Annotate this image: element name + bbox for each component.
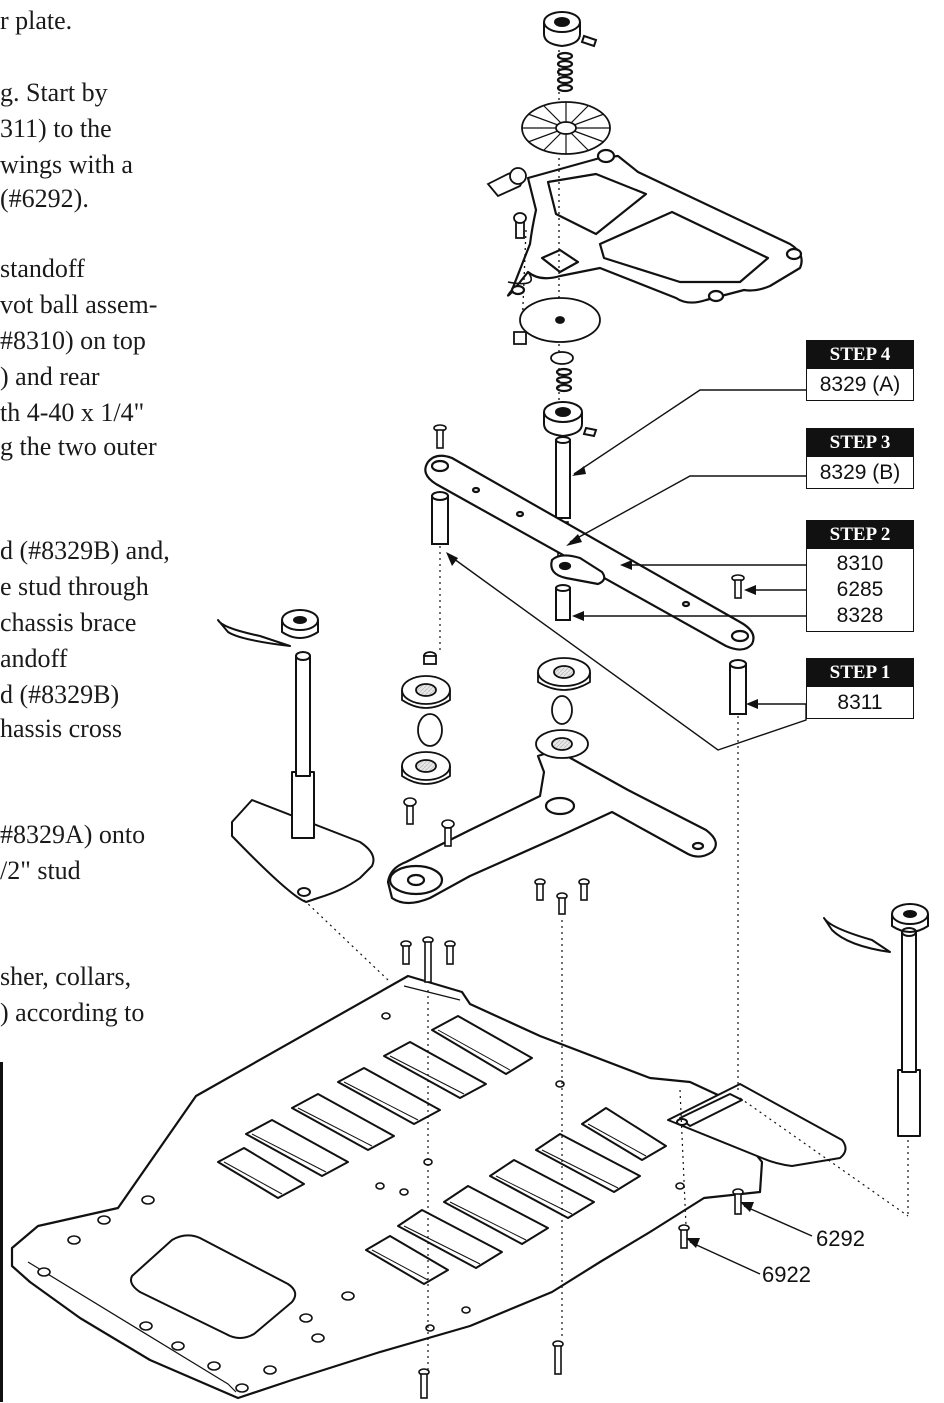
chassis-brace — [386, 748, 717, 905]
text-line: e stud through — [0, 572, 149, 601]
standoff-8311 — [431, 491, 747, 715]
step-callout: STEP 3 8329 (B) — [806, 428, 914, 489]
chassis-holes — [37, 1012, 685, 1393]
step-heading: STEP 2 — [807, 521, 913, 549]
part-number: 8329 (B) — [819, 461, 901, 484]
part-number: 8311 — [837, 691, 883, 714]
chassis-slots — [130, 1015, 667, 1339]
page-edge-rule — [0, 1062, 3, 1402]
pivot-cups-left — [401, 651, 451, 785]
text-line: #8329A) onto — [0, 820, 146, 849]
text-line: th 4-40 x 1/4" — [0, 398, 145, 427]
part-number: 8328 — [836, 604, 884, 627]
spring — [556, 51, 574, 93]
leader-arrowheads — [446, 466, 758, 1248]
flat-washer — [519, 297, 601, 365]
step-heading: STEP 4 — [807, 341, 913, 369]
text-line: ) and rear — [0, 362, 100, 391]
text-line: chassis brace — [0, 608, 137, 637]
text-line: hassis cross — [0, 714, 123, 743]
spacer-8328 — [555, 584, 571, 621]
screws-top — [433, 424, 745, 599]
star-washer — [521, 101, 611, 155]
text-line: andoff — [0, 644, 68, 673]
wing-bar-8310 — [424, 454, 755, 651]
part-number: 6285 — [836, 578, 884, 601]
standoff-8329A — [555, 436, 571, 519]
step-callout: STEP 4 8329 (A) — [806, 340, 914, 401]
text-line: g the two outer — [0, 432, 157, 461]
text-line: wings with a — [0, 150, 133, 179]
text-line: #8310) on top — [0, 326, 146, 355]
text-line: /2" stud — [0, 856, 81, 885]
wing-post-right — [667, 903, 929, 1167]
step-heading: STEP 3 — [807, 429, 913, 457]
text-line: standoff — [0, 254, 85, 283]
top-collar — [543, 11, 598, 48]
text-line: vot ball assem- — [0, 290, 158, 319]
text-line: d (#8329B) — [0, 680, 120, 709]
ball-stud — [486, 167, 527, 345]
chassis-plate — [10, 974, 764, 1400]
part-number: 8310 — [836, 552, 884, 575]
step-heading: STEP 1 — [807, 659, 913, 687]
pivot-cups-right — [535, 657, 591, 759]
text-line: d (#8329B) and, — [0, 536, 170, 565]
brace-screws — [400, 797, 744, 1399]
part-label: 6292 — [816, 1226, 865, 1251]
text-line: sher, collars, — [0, 962, 132, 991]
text-line: 311) to the — [0, 114, 112, 143]
text-line: (#6292). — [0, 184, 89, 213]
instruction-text: r plate. g. Start by 311) to the wings w… — [0, 0, 200, 1060]
text-line: r plate. — [0, 6, 73, 35]
wing-post-left — [217, 609, 375, 903]
spring-lower — [555, 367, 573, 393]
part-label: 6922 — [762, 1262, 811, 1287]
pivot-plate — [506, 148, 803, 304]
step-callout: STEP 1 8311 — [806, 658, 914, 719]
text-line: g. Start by — [0, 78, 108, 107]
step-callout: STEP 2 8310 6285 8328 — [806, 520, 914, 632]
lower-collar — [543, 401, 598, 438]
text-line: ) according to — [0, 998, 145, 1027]
part-number: 8329 (A) — [819, 373, 901, 396]
